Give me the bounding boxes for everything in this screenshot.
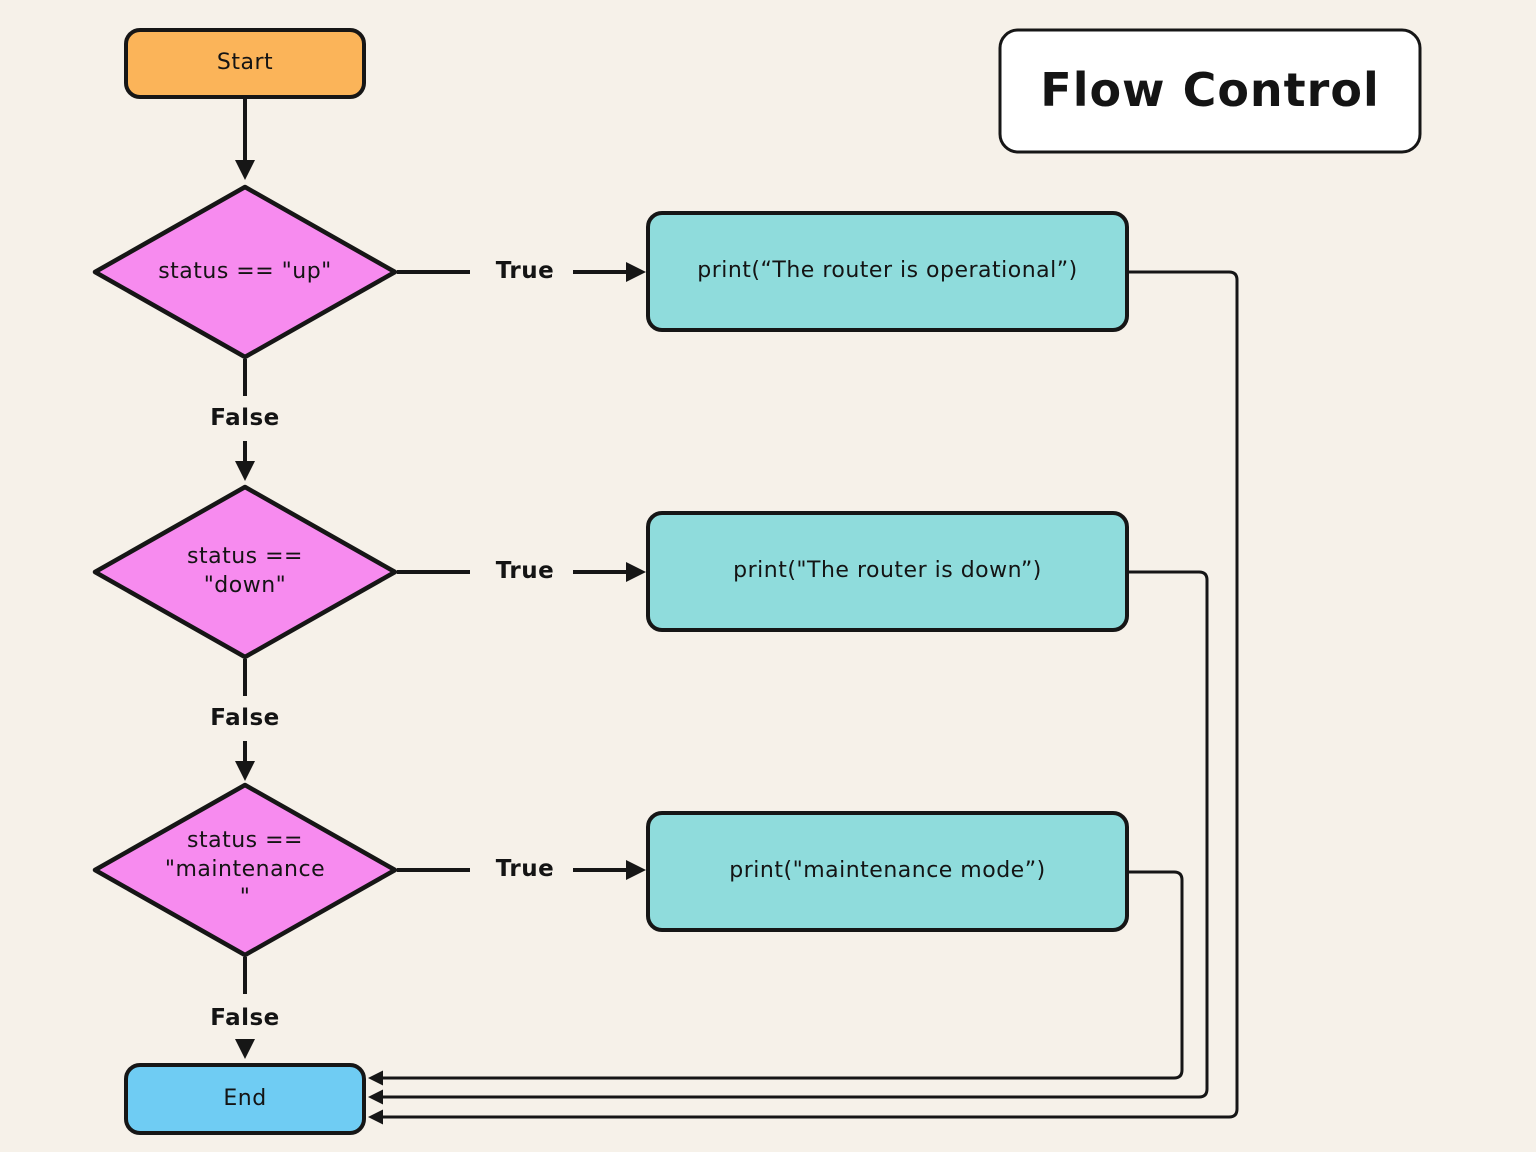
page-title: Flow Control <box>1040 63 1380 118</box>
process-down-shape <box>646 511 1129 632</box>
return-edge-operational-to-end <box>368 270 1239 1125</box>
end-node-shape <box>124 1063 366 1135</box>
process-operational-label: print(“The router is operational”) <box>697 258 1078 284</box>
end-node-label: End <box>223 1085 267 1111</box>
decision-up-shape <box>92 184 398 360</box>
false-label-3: False <box>210 1005 280 1032</box>
return-edge-maintenance-to-end <box>368 870 1184 1086</box>
true-label-1: True <box>495 258 555 285</box>
process-maintenance-label: print("maintenance mode”) <box>729 858 1046 884</box>
return-edge-down-to-end <box>368 570 1209 1105</box>
decision-up-label: status == "up" <box>158 258 332 284</box>
decision-maintenance-label: status == "maintenance " <box>164 828 326 911</box>
false-label-1: False <box>210 405 280 432</box>
true-label-2: True <box>495 558 555 585</box>
title-box-shape <box>998 28 1422 154</box>
start-node-label: Start <box>216 50 274 76</box>
process-operational-shape <box>646 211 1129 332</box>
decision-down-shape <box>92 484 398 660</box>
true-label-3: True <box>495 856 555 883</box>
decision-maintenance-shape <box>92 782 398 958</box>
process-down-label: print("The router is down”) <box>733 558 1042 584</box>
false-label-2: False <box>210 705 280 732</box>
process-maintenance-shape <box>646 811 1129 932</box>
start-node-shape <box>124 28 366 99</box>
decision-down-label: status == "down" <box>187 544 303 598</box>
